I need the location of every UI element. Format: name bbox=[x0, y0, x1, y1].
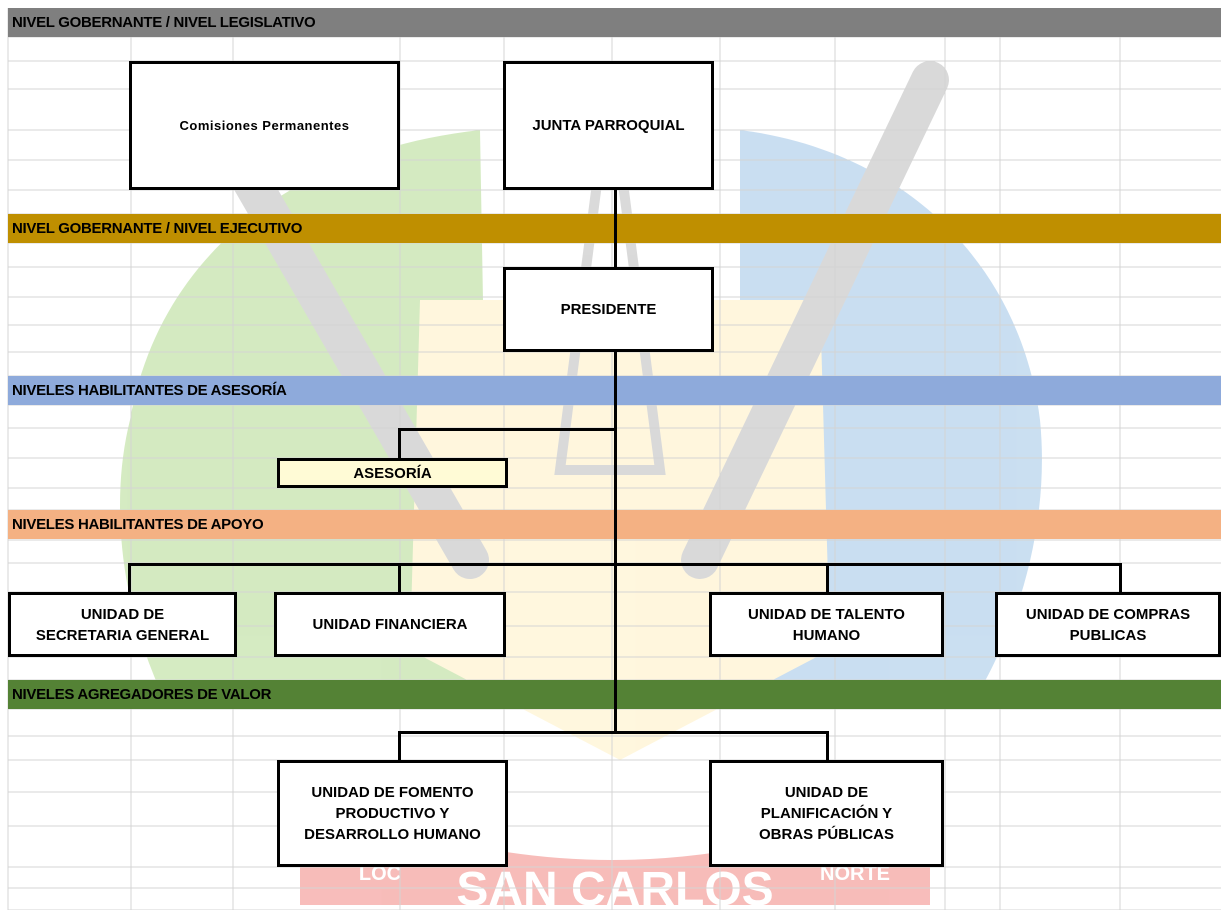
box-talento-humano: UNIDAD DE TALENTO HUMANO bbox=[709, 592, 944, 657]
box-asesoria: ASESORÍA bbox=[277, 458, 508, 488]
watermark-right-word: NORTE bbox=[820, 863, 890, 885]
connector-secretaria-v bbox=[128, 563, 131, 594]
connector-trunk bbox=[614, 187, 617, 734]
box-unidad-financiera: UNIDAD FINANCIERA bbox=[274, 592, 506, 657]
box-junta-label: JUNTA PARROQUIAL bbox=[532, 117, 685, 134]
connector-asesoria-v bbox=[398, 428, 401, 461]
connector-apoyo-h bbox=[128, 563, 1122, 566]
box-fomento-productivo: UNIDAD DE FOMENTO PRODUCTIVO Y DESARROLL… bbox=[277, 760, 508, 867]
box-junta-parroquial: JUNTA PARROQUIAL bbox=[503, 61, 714, 190]
box-presidente-label: PRESIDENTE bbox=[560, 301, 657, 318]
watermark-emblem: SAN CARLOS LOC NORTE bbox=[120, 61, 1042, 910]
connector-talento-v bbox=[826, 563, 829, 594]
box-talento-label: UNIDAD DE TALENTO HUMANO bbox=[748, 605, 905, 644]
box-compras-label: UNIDAD DE COMPRAS PUBLICAS bbox=[1025, 605, 1191, 644]
box-fomento-label: UNIDAD DE FOMENTO PRODUCTIVO Y DESARROLL… bbox=[304, 784, 481, 843]
watermark-left-word: LOC bbox=[359, 863, 401, 885]
box-planificacion-label: UNIDAD DE PLANIFICACIÓN Y OBRAS PÚBLICAS bbox=[758, 784, 894, 843]
band-apoyo-label: NIVELES HABILITANTES DE APOYO bbox=[12, 516, 264, 533]
connector-fomento-v bbox=[398, 731, 401, 762]
box-secretaria-label: UNIDAD DE SECRETARIA GENERAL bbox=[35, 605, 210, 644]
connector-financiera-v bbox=[398, 563, 401, 594]
box-presidente: PRESIDENTE bbox=[503, 267, 714, 352]
connector-asesoria-h bbox=[398, 428, 617, 431]
band-valor-label: NIVELES AGREGADORES DE VALOR bbox=[12, 686, 272, 703]
connector-valor-h bbox=[398, 731, 829, 734]
box-financiera-label: UNIDAD FINANCIERA bbox=[312, 616, 468, 633]
connector-planificacion-v bbox=[826, 731, 829, 762]
box-comisiones-permanentes: Comisiones Permanentes bbox=[129, 61, 400, 190]
box-planificacion-obras: UNIDAD DE PLANIFICACIÓN Y OBRAS PÚBLICAS bbox=[709, 760, 944, 867]
box-compras-publicas: UNIDAD DE COMPRAS PUBLICAS bbox=[995, 592, 1221, 657]
band-legislativo-label: NIVEL GOBERNANTE / NIVEL LEGISLATIVO bbox=[12, 14, 316, 31]
box-comisiones-label: Comisiones Permanentes bbox=[179, 118, 350, 133]
band-legislativo: NIVEL GOBERNANTE / NIVEL LEGISLATIVO bbox=[8, 8, 1221, 37]
box-asesoria-label: ASESORÍA bbox=[353, 464, 432, 482]
band-ejecutivo-label: NIVEL GOBERNANTE / NIVEL EJECUTIVO bbox=[12, 220, 303, 237]
box-secretaria-general: UNIDAD DE SECRETARIA GENERAL bbox=[8, 592, 237, 657]
watermark-text: SAN CARLOS bbox=[456, 863, 773, 910]
band-asesoria-label: NIVELES HABILITANTES DE ASESORÍA bbox=[12, 382, 287, 399]
connector-compras-v bbox=[1119, 563, 1122, 594]
